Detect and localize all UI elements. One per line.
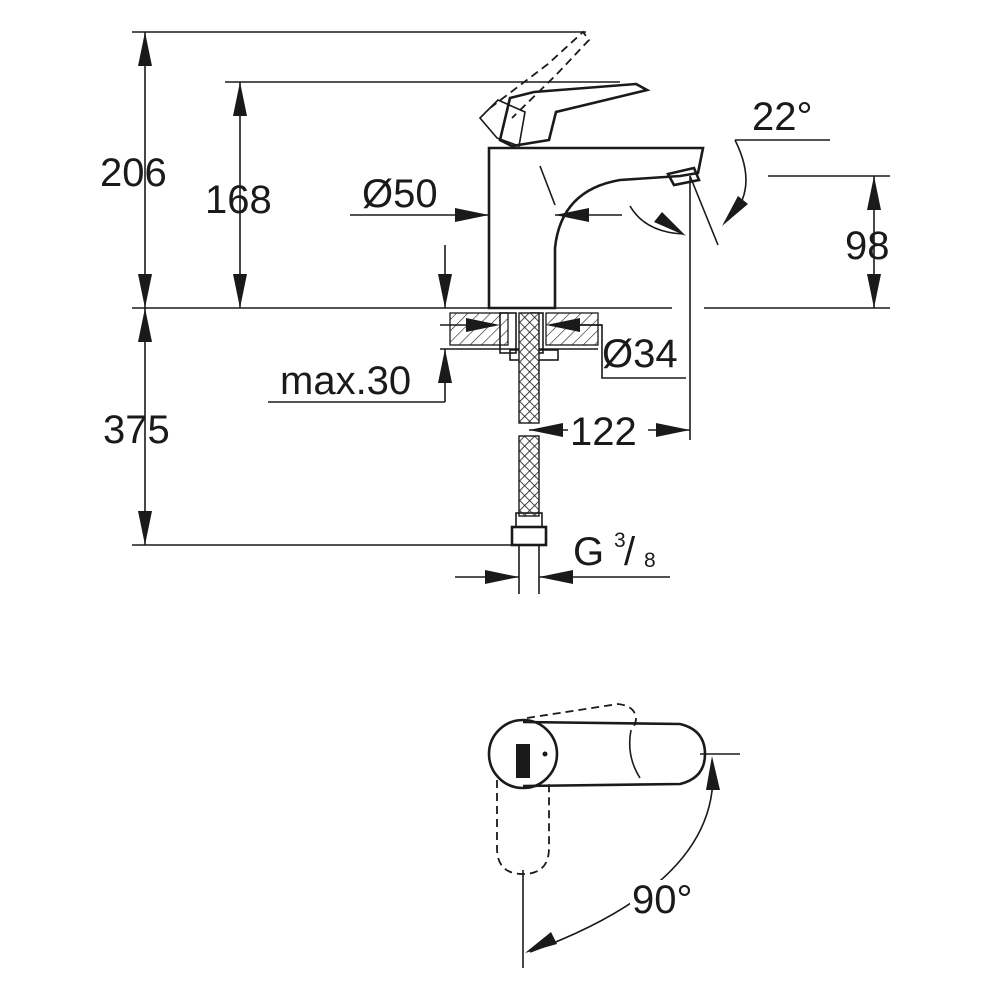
dimension-22deg: 22° (629, 95, 830, 440)
hose-lower (518, 435, 540, 517)
mounting-stud (499, 312, 517, 354)
faucet-top-view: 90° (487, 703, 740, 968)
lever-open-outline (489, 30, 591, 119)
dim-label-98: 98 (845, 224, 890, 268)
lever-swivel-dashed-outline (496, 780, 550, 875)
dimension-max30: max.30 (268, 245, 452, 403)
dim-label-d50: Ø50 (362, 172, 438, 216)
dim-label-90deg: 90° (632, 878, 693, 922)
faucet-body (487, 146, 705, 310)
lever-top-outline (522, 720, 707, 788)
dimension-d50: Ø50 (350, 172, 622, 222)
thread-label-g: G (573, 530, 604, 574)
lever-base (478, 99, 526, 148)
body-edge-line (539, 165, 556, 206)
hose-nut (510, 525, 548, 547)
dimension-thread: G 3 / 8 (455, 529, 670, 584)
hose-upper (518, 312, 540, 424)
dim-label-max30: max.30 (280, 359, 411, 403)
dim-label-375: 375 (103, 408, 170, 452)
dimension-d34: Ø34 (440, 318, 686, 379)
countertop (132, 307, 890, 350)
thread-slash: / (624, 530, 636, 574)
dim-label-168: 168 (205, 178, 272, 222)
spout-axis-line (689, 175, 719, 246)
dim-label-122: 122 (570, 410, 637, 454)
lever-outline (498, 82, 651, 148)
faucet-side-view (478, 30, 705, 310)
dimension-375: 375 (103, 308, 512, 546)
mounting-assembly (499, 312, 559, 594)
body-top-circle (487, 718, 559, 790)
dimension-98: 98 (768, 175, 890, 308)
spout-outlet (666, 166, 701, 187)
dimension-122: 122 (529, 410, 690, 454)
dim-label-206: 206 (100, 151, 167, 195)
lever-top-edge (628, 729, 641, 779)
dim-label-22deg: 22° (752, 95, 813, 139)
dim-label-d34: Ø34 (602, 332, 678, 376)
lever-top-dashed-outline (526, 703, 637, 731)
indicator-mark (516, 744, 530, 778)
dimension-168: 168 (205, 81, 620, 308)
dimension-206: 206 (100, 31, 586, 308)
thread-numerator: 3 (614, 529, 626, 552)
thread-denominator: 8 (644, 549, 656, 572)
center-dot (542, 751, 548, 757)
